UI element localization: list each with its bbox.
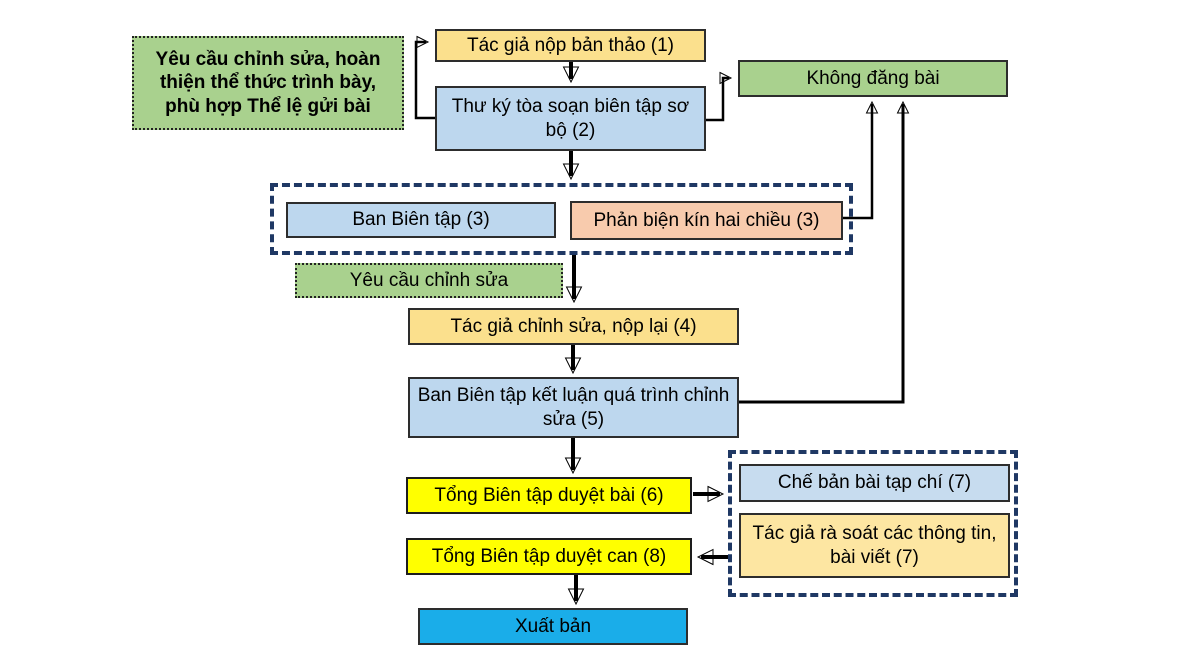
step-typeset: Chế bản bài tạp chí (7) bbox=[739, 464, 1010, 502]
step-publish: Xuất bản bbox=[418, 608, 688, 645]
step-eic-approve-article: Tổng Biên tập duyệt bài (6) bbox=[406, 477, 692, 514]
step-editorial-board: Ban Biên tập (3) bbox=[286, 202, 556, 238]
step-reject: Không đăng bài bbox=[738, 60, 1008, 97]
step-secretary-edit: Thư ký tòa soạn biên tập sơ bộ (2) bbox=[435, 86, 706, 151]
note-revision-requirements: Yêu cầu chỉnh sửa, hoàn thiện thể thức t… bbox=[132, 36, 404, 130]
step-eic-approve-proof: Tổng Biên tập duyệt can (8) bbox=[406, 538, 692, 575]
step-double-blind-review: Phản biện kín hai chiều (3) bbox=[570, 201, 843, 240]
step-author-review-info: Tác giả rà soát các thông tin, bài viết … bbox=[739, 513, 1010, 578]
step-author-revise: Tác giả chỉnh sửa, nộp lại (4) bbox=[408, 308, 739, 345]
note-revision-request: Yêu cầu chỉnh sửa bbox=[295, 263, 563, 298]
production-stage-container bbox=[728, 450, 1018, 597]
step-board-conclude: Ban Biên tập kết luận quá trình chỉnh sử… bbox=[408, 377, 739, 438]
arrow-secretary-to-reject bbox=[706, 71, 733, 122]
arrow-secretary-back-to-submit bbox=[414, 35, 435, 120]
step-author-submit: Tác giả nộp bản thảo (1) bbox=[435, 29, 706, 62]
